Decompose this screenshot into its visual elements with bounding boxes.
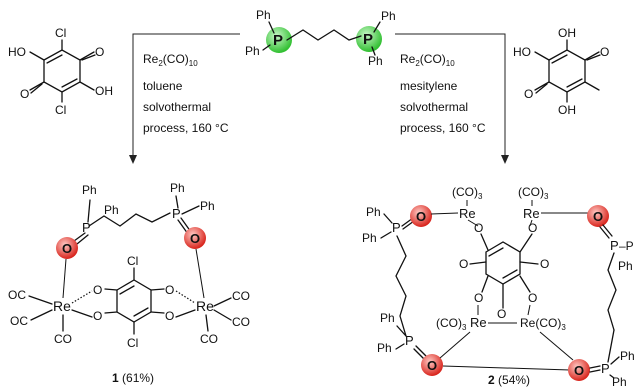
p2-oxygen-highlight-3 <box>421 354 443 376</box>
p2-o-e: O <box>474 291 483 305</box>
p1-co-2: CO <box>232 289 250 303</box>
oh-label: OH <box>95 84 113 98</box>
cl-bottom: Cl <box>55 103 66 117</box>
p2-label: 2 (54%) <box>488 373 530 387</box>
p2-ph-2: Ph <box>362 231 377 245</box>
right-reagent-formula: Re2(CO)10 <box>400 52 455 68</box>
p2-p-2: P <box>610 238 619 253</box>
p1-o-left: O <box>62 241 72 256</box>
p2-oxygen-highlight-4 <box>568 359 590 381</box>
p1-o-right: O <box>190 231 200 246</box>
p1-co-1: CO <box>54 332 72 346</box>
o-lower: O <box>20 87 29 101</box>
p2-ph-7: Ph <box>612 375 627 387</box>
ligand-ph-2: Ph <box>245 44 260 58</box>
left-solvent: toluene <box>143 79 183 93</box>
p1-re-right: Re <box>196 298 214 314</box>
p1-ph-3: Ph <box>170 181 185 195</box>
p2-oxygen-highlight-1 <box>410 205 432 227</box>
p2-o-d: O <box>540 257 549 271</box>
p2-o-g: O <box>497 307 506 321</box>
product-1: Ph Ph Ph Ph P P O O Re Re OC OC CO CO CO… <box>8 181 250 385</box>
p2-p-3: P <box>405 333 414 348</box>
phosphorus-highlight-left <box>266 27 292 53</box>
p2-ph-cut: –P <box>619 239 634 253</box>
o-upper: O <box>95 45 104 59</box>
oh-bottom: OH <box>558 103 576 117</box>
p2-o-b: O <box>528 221 537 235</box>
p2-re-top-left: Re <box>459 206 476 221</box>
p1-co-3: CO <box>232 315 250 329</box>
p2-o-2: O <box>593 209 603 224</box>
product-2: Ph Ph P O (CO)3 (CO)3 Re Re O P –P Ph O … <box>362 185 635 387</box>
p1-label: 1 (61%) <box>112 371 154 385</box>
p1-ph-2: Ph <box>104 203 119 217</box>
p1-p-right: P <box>172 206 181 221</box>
ligand-ph-4: Ph <box>368 54 383 68</box>
p2-p-1: P <box>392 220 401 235</box>
left-reagent-formula: Re2(CO)10 <box>143 52 198 68</box>
p1-o-c: O <box>165 283 174 297</box>
p1-co-4: CO <box>200 332 218 346</box>
oh-top: OH <box>558 26 576 40</box>
cl-top: Cl <box>55 26 66 40</box>
p2-o-a: O <box>474 221 483 235</box>
p1-o-a: O <box>93 283 102 297</box>
ligand-p-left: P <box>273 32 283 49</box>
p2-re-top-right: Re <box>523 206 540 221</box>
p1-cl-bottom: Cl <box>127 336 138 350</box>
p1-ph-4: Ph <box>200 199 215 213</box>
p1-ph-1: Ph <box>82 183 97 197</box>
p2-ph-5: Ph <box>377 341 392 355</box>
p1-cl-top: Cl <box>127 254 138 268</box>
ligand-chain <box>286 29 362 41</box>
p2-p-4: P <box>601 361 610 376</box>
p1-oxygen-highlight-right <box>184 227 206 249</box>
phosphorus-highlight-right <box>356 26 382 52</box>
p1-oc-2: OC <box>10 314 28 328</box>
p1-re-left: Re <box>53 298 71 314</box>
p1-oc-1: OC <box>8 288 26 302</box>
p2-oxygen-highlight-2 <box>587 205 609 227</box>
p1-o-d: O <box>165 309 174 323</box>
p1-o-b: O <box>93 309 102 323</box>
p2-co3-bottom-left: (CO)3 <box>436 316 467 332</box>
p1-p-left: P <box>82 220 91 235</box>
right-process-1: solvothermal <box>400 100 468 114</box>
right-conditions: Re2(CO)10 mesitylene solvothermal proces… <box>400 52 486 135</box>
p2-re-co3-bottom-right: Re(CO)3 <box>520 316 566 332</box>
p2-o-3: O <box>427 358 437 373</box>
ho-left: HO <box>513 45 531 59</box>
left-process-1: solvothermal <box>143 100 211 114</box>
left-process-2: process, 160 °C <box>143 121 229 135</box>
p2-o-1: O <box>416 209 426 224</box>
p2-ph-1: Ph <box>366 205 381 219</box>
p2-ph-6: Ph <box>620 349 635 363</box>
p1-oxygen-highlight-left <box>56 237 78 259</box>
left-conditions: Re2(CO)10 toluene solvothermal process, … <box>143 52 229 135</box>
p2-ph-3: Ph <box>618 259 633 273</box>
right-arrow <box>395 33 509 164</box>
ho-label: HO <box>8 45 26 59</box>
o-left: O <box>524 87 533 101</box>
right-process-2: process, 160 °C <box>400 121 486 135</box>
p2-co3-top-right: (CO)3 <box>518 185 549 201</box>
p2-o-f: O <box>528 291 537 305</box>
o-right: O <box>600 45 609 59</box>
ligand-p-right: P <box>363 31 373 48</box>
ligand-ph-1: Ph <box>256 8 271 22</box>
bisphosphine-ligand: P P Ph Ph Ph Ph <box>245 8 396 68</box>
p2-o-4: O <box>574 363 584 378</box>
ligand-ph-3: Ph <box>381 9 396 23</box>
p2-co3-top-left: (CO)3 <box>452 185 483 201</box>
left-arrow <box>129 33 240 164</box>
chloranilic-acid: Cl Cl HO OH O O <box>8 26 113 117</box>
right-solvent: mesitylene <box>400 79 458 93</box>
reaction-arrows <box>129 33 509 164</box>
p2-ph-4: Ph <box>380 311 395 325</box>
p2-re-bottom-left: Re <box>470 315 487 330</box>
p2-o-c: O <box>459 257 468 271</box>
tetrahydroxy-benzoquinone: OH OH HO O O <box>513 26 609 117</box>
